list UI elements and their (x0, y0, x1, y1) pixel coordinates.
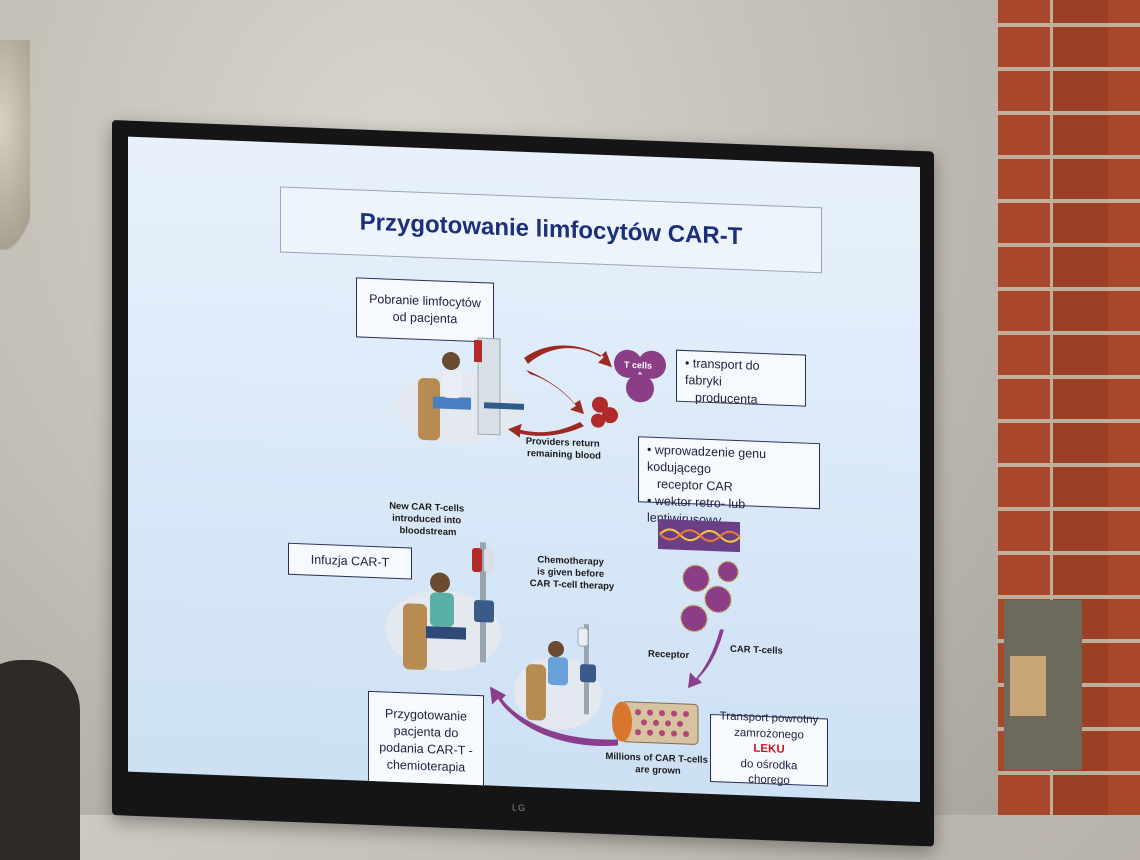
car-t-cells-cluster (680, 560, 739, 633)
growth-arrow (688, 629, 724, 689)
new-cells-label: New CAR T-cells introduced into bloodstr… (389, 501, 467, 539)
millions-label: Millions of CAR T-cells are grown (605, 751, 710, 778)
chemo-label: Chemotherapy is given before CAR T-cell … (530, 554, 615, 592)
wall-plate-detail (1010, 656, 1046, 716)
chemo-line-3: CAR T-cell therapy (530, 578, 615, 592)
providers-label: Providers return remaining blood (526, 436, 603, 462)
bioreactor-illustration (612, 701, 699, 745)
providers-line-2: remaining blood (527, 448, 601, 462)
car-t-cells-label: CAR T-cells (730, 644, 783, 657)
car-t-process-illustration: T cells Providers return remaining blood… (385, 337, 783, 778)
tv-monitor: Przygotowanie limfocytów CAR-T Pobranie … (112, 120, 934, 847)
t-cells-illustration (591, 349, 666, 428)
new-cells-line-1: New CAR T-cells (389, 501, 464, 515)
chemo-line-1: Chemotherapy (537, 554, 604, 568)
t-cells-label: T cells (624, 360, 652, 371)
infusion-arrow (490, 686, 618, 747)
brick-wall (998, 0, 1140, 815)
dna-vector-strip (658, 518, 741, 553)
slide-screen: Przygotowanie limfocytów CAR-T Pobranie … (128, 136, 920, 803)
person-shoulder (0, 660, 80, 860)
patient-chemo-illustration (514, 624, 602, 730)
patient-infusion-illustration (385, 542, 501, 671)
chemo-line-2: is given before (537, 566, 604, 580)
person-head (0, 40, 30, 250)
tv-brand-logo: LG (512, 802, 527, 813)
new-cells-line-2: introduced into (392, 513, 461, 527)
millions-line-1: Millions of CAR T-cells (605, 751, 707, 766)
millions-line-2: are grown (635, 764, 681, 777)
providers-line-1: Providers return (526, 436, 600, 450)
receptor-label: Receptor (648, 649, 689, 662)
patient-collection-illustration (396, 337, 524, 444)
blood-flow-arrows (508, 345, 612, 438)
new-cells-line-3: bloodstream (400, 525, 457, 538)
